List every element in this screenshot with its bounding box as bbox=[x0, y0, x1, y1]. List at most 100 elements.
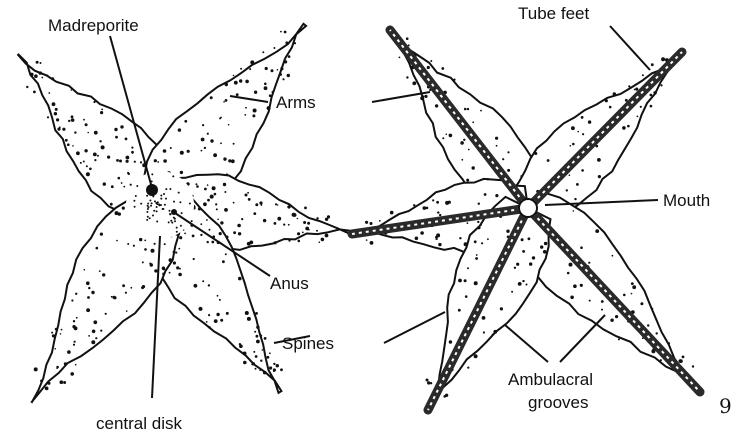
left-spine-dot bbox=[206, 321, 208, 323]
left-spine-dot bbox=[233, 143, 235, 145]
label-tube-feet: Tube feet bbox=[518, 4, 589, 23]
left-spine-dot bbox=[248, 198, 251, 201]
right-spine-dot bbox=[653, 92, 655, 94]
left-spine-dot bbox=[40, 62, 42, 64]
right-spine-dot bbox=[572, 143, 575, 146]
left-spine-dot bbox=[68, 120, 70, 122]
right-spine-dot bbox=[647, 324, 649, 326]
left-spine-dot bbox=[91, 340, 95, 344]
left-spine-dot bbox=[87, 296, 90, 299]
left-spine-dot bbox=[253, 109, 257, 113]
left-spine-dot bbox=[52, 102, 56, 106]
left-spine-dot bbox=[249, 68, 251, 70]
left-spine-dot bbox=[121, 182, 123, 184]
left-spine-dot bbox=[60, 380, 64, 384]
left-spine-dot bbox=[72, 145, 74, 147]
left-spine-dot bbox=[288, 55, 291, 58]
left-spine-dot bbox=[250, 60, 254, 64]
left-spine-dot bbox=[252, 114, 255, 117]
right-spine-dot bbox=[656, 332, 658, 334]
left-spine-dot bbox=[245, 311, 249, 315]
left-spine-dot bbox=[199, 307, 203, 311]
right-spine-dot bbox=[487, 238, 489, 240]
right-spine-dot bbox=[580, 246, 583, 249]
right-spine-dot bbox=[477, 221, 479, 223]
left-spine-dot bbox=[207, 199, 210, 202]
left-spine-dot bbox=[208, 326, 211, 329]
left-spine-dot bbox=[243, 361, 247, 365]
left-spine-dot bbox=[249, 241, 253, 245]
left-spine-dot bbox=[204, 147, 206, 149]
left-spine-dot bbox=[115, 136, 118, 139]
left-spine-dot bbox=[71, 118, 75, 122]
right-spine-dot bbox=[438, 243, 441, 246]
left-spine-dot bbox=[206, 219, 208, 221]
left-spine-dot bbox=[255, 203, 258, 206]
ambulacral-groove bbox=[528, 52, 682, 208]
right-spine-dot bbox=[436, 201, 439, 204]
left-spine-dot bbox=[198, 207, 201, 210]
left-spine-dot bbox=[297, 218, 299, 220]
right-spine-dot bbox=[468, 149, 470, 151]
left-spine-dot bbox=[93, 320, 97, 324]
left-spine-dot bbox=[302, 232, 304, 234]
left-spine-dot bbox=[321, 238, 325, 242]
left-spine-dot bbox=[284, 31, 287, 34]
left-spine-dot bbox=[225, 83, 228, 86]
right-spine-dot bbox=[492, 334, 494, 336]
left-spine-dot bbox=[247, 192, 249, 194]
label-grooves: grooves bbox=[528, 393, 588, 412]
left-spine-dot bbox=[118, 177, 121, 180]
left-disk-dot bbox=[180, 225, 182, 227]
left-spine-dot bbox=[64, 362, 67, 365]
left-spine-dot bbox=[191, 220, 193, 222]
left-disk-dot bbox=[169, 188, 171, 190]
right-spine-dot bbox=[474, 354, 478, 358]
right-spine-dot bbox=[618, 338, 620, 340]
left-disk-dot bbox=[153, 210, 155, 212]
left-spine-dot bbox=[103, 182, 106, 185]
right-spine-dot bbox=[615, 315, 618, 318]
left-disk-dot bbox=[152, 215, 154, 217]
right-spine-dot bbox=[516, 263, 519, 266]
left-spine-dot bbox=[76, 317, 78, 319]
left-spine-dot bbox=[157, 161, 159, 163]
leader-groove-2 bbox=[560, 315, 605, 362]
left-spine-dot bbox=[327, 215, 330, 218]
right-spine-dot bbox=[406, 76, 408, 78]
left-spine-dot bbox=[255, 312, 258, 315]
left-spine-dot bbox=[179, 268, 181, 270]
left-spine-dot bbox=[231, 159, 235, 163]
left-spine-dot bbox=[255, 368, 257, 370]
left-spine-dot bbox=[140, 161, 142, 163]
right-spine-dot bbox=[609, 106, 612, 109]
left-spine-dot bbox=[122, 284, 125, 287]
left-spine-dot bbox=[219, 232, 222, 235]
right-spine-dot bbox=[459, 237, 461, 239]
left-spine-dot bbox=[239, 79, 242, 82]
right-spine-dot bbox=[472, 166, 475, 169]
left-spine-dot bbox=[89, 168, 92, 171]
left-spine-dot bbox=[222, 260, 225, 263]
left-spine-dot bbox=[94, 159, 96, 161]
right-spine-dot bbox=[642, 74, 644, 76]
left-spine-dot bbox=[207, 241, 209, 243]
right-spine-dot bbox=[601, 309, 603, 311]
left-spine-dot bbox=[26, 86, 28, 88]
right-spine-dot bbox=[460, 141, 464, 145]
left-disk-dot bbox=[157, 201, 159, 203]
left-spine-dot bbox=[84, 149, 87, 152]
right-spine-dot bbox=[366, 239, 368, 241]
right-spine-dot bbox=[581, 116, 584, 119]
left-disk-dot bbox=[178, 192, 180, 194]
left-spine-dot bbox=[110, 203, 113, 206]
right-spine-dot bbox=[480, 224, 482, 226]
right-spine-dot bbox=[628, 85, 630, 87]
right-spine-dot bbox=[529, 262, 532, 265]
right-spine-dot bbox=[446, 134, 448, 136]
left-spine-dot bbox=[131, 151, 134, 154]
left-spine-dot bbox=[130, 184, 132, 186]
right-spine-dot bbox=[464, 108, 467, 111]
right-spine-dot bbox=[574, 198, 576, 200]
right-spine-dot bbox=[651, 63, 654, 66]
